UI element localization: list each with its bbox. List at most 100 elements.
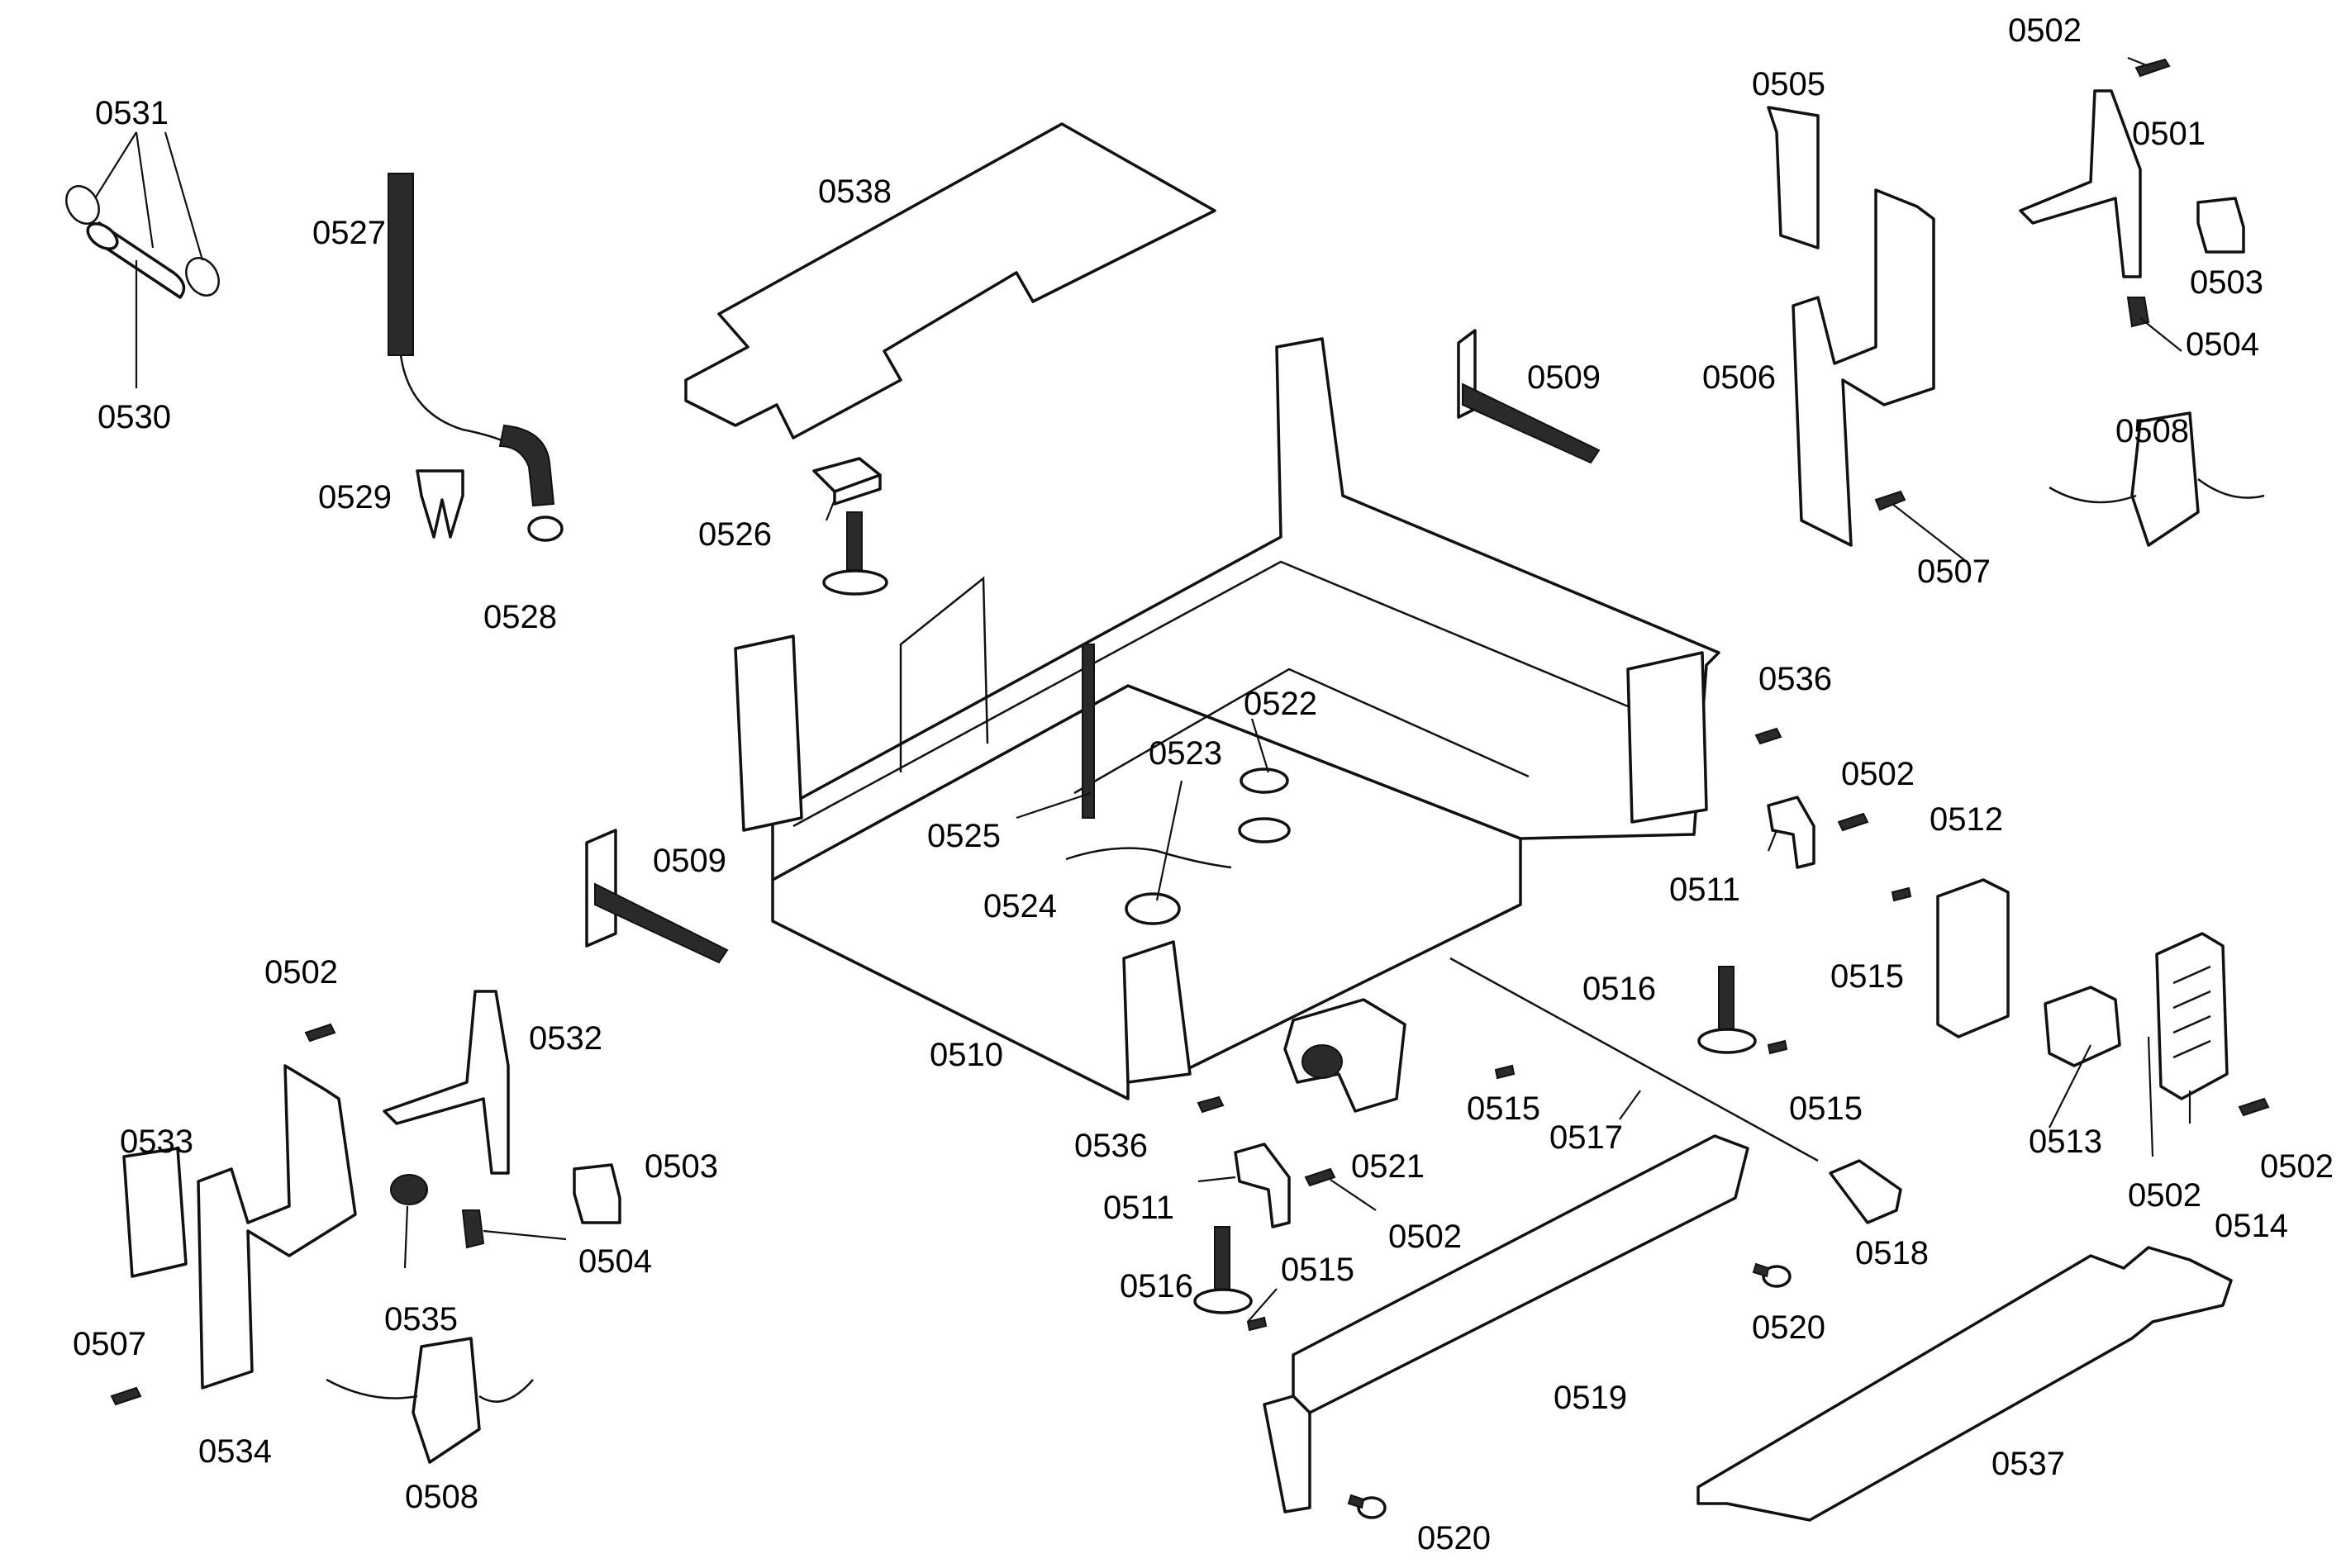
label-0532: 0532 (529, 1020, 602, 1057)
label-0533: 0533 (120, 1124, 193, 1160)
label-0507-right: 0507 (1917, 554, 1991, 590)
part-0509-spring-right (1457, 329, 1601, 464)
part-0538-cover (684, 122, 1216, 440)
part-0517-rod (1449, 957, 1819, 1162)
part-0507-screw-left (110, 1386, 142, 1406)
part-0501-bracket (2019, 89, 2142, 278)
label-0536-right: 0536 (1758, 661, 1832, 697)
part-0515-screw-right (1891, 886, 1912, 902)
part-0504-clip (2126, 297, 2150, 328)
part-0504-clip-left (461, 1209, 485, 1249)
part-0528-drain-hose (498, 424, 564, 542)
label-0536-center: 0536 (1074, 1128, 1148, 1164)
part-0505-cover (1767, 106, 1820, 249)
label-0538: 0538 (818, 173, 892, 210)
label-0515-mid: 0515 (1789, 1090, 1863, 1127)
label-0517: 0517 (1549, 1119, 1623, 1156)
label-0509-right: 0509 (1527, 359, 1601, 396)
part-0529-clip (416, 469, 464, 539)
part-0510-base (734, 337, 1720, 1100)
label-0502-lower-right: 0502 (2128, 1177, 2201, 1214)
label-0508-right: 0508 (2115, 413, 2189, 449)
label-0502-right: 0502 (1841, 756, 1915, 792)
label-0526: 0526 (698, 516, 772, 553)
label-0516-center: 0516 (1120, 1268, 1193, 1304)
label-0528: 0528 (483, 599, 557, 635)
label-0516-right: 0516 (1582, 971, 1656, 1007)
label-0501: 0501 (2132, 116, 2206, 152)
part-0527-spring-hose (388, 173, 521, 452)
part-0520-screw-left (1347, 1494, 1387, 1519)
part-0511-bracket-center (1234, 1143, 1291, 1228)
label-0502-top: 0502 (2008, 12, 2082, 49)
label-0521: 0521 (1351, 1148, 1425, 1185)
label-0524: 0524 (983, 888, 1057, 924)
label-0520-left: 0520 (1417, 1520, 1491, 1556)
part-0515-screw-center (1494, 1064, 1516, 1080)
label-0519: 0519 (1554, 1380, 1627, 1416)
part-0502-screw-top (2134, 58, 2171, 78)
part-0512-cover (1936, 878, 2010, 1038)
label-0506: 0506 (1702, 359, 1776, 396)
label-0511-right: 0511 (1669, 872, 1740, 908)
label-0515-center: 0515 (1467, 1090, 1540, 1127)
label-0502-center: 0502 (1388, 1219, 1462, 1255)
label-0531: 0531 (95, 95, 169, 131)
part-0535-knob (390, 1174, 428, 1205)
part-0530-sleeve (86, 221, 186, 299)
label-0515-lower: 0515 (1281, 1252, 1354, 1288)
part-labels: 0531 0530 0527 0529 0528 0538 0526 0509 … (73, 12, 2334, 1556)
label-0504-right: 0504 (2186, 326, 2259, 363)
part-0502-screw-center (1304, 1167, 1336, 1187)
label-0503-right: 0503 (2190, 264, 2263, 301)
label-0518: 0518 (1855, 1235, 1929, 1271)
label-0503-left: 0503 (645, 1148, 718, 1185)
part-0515-screw-lower (1246, 1316, 1268, 1332)
label-0535: 0535 (384, 1301, 458, 1338)
part-0531-clamps (65, 185, 220, 297)
part-0515-screw-mid (1767, 1039, 1788, 1055)
part-0537-kickplate (1696, 1246, 2233, 1522)
label-0509-left: 0509 (653, 843, 726, 879)
part-0508-switch (2049, 411, 2265, 547)
part-0533-cover (122, 1147, 188, 1278)
label-0508-left: 0508 (405, 1479, 478, 1515)
label-0520-right: 0520 (1752, 1309, 1825, 1346)
part-0506-bracket (1792, 188, 1935, 547)
part-0502-screw-far-right (2238, 1097, 2270, 1117)
label-0510: 0510 (930, 1037, 1003, 1073)
part-0514-panel (2155, 932, 2229, 1100)
label-0525: 0525 (927, 818, 1001, 854)
part-0536-screw-center (1197, 1095, 1225, 1114)
label-0529: 0529 (318, 479, 392, 516)
label-0537: 0537 (1991, 1446, 2065, 1482)
label-0512: 0512 (1930, 801, 2003, 838)
label-0527: 0527 (312, 215, 386, 251)
part-0520-screw-right (1752, 1262, 1792, 1288)
part-0503-block (2196, 197, 2245, 254)
label-0515-right: 0515 (1830, 958, 1904, 995)
label-0513: 0513 (2029, 1124, 2102, 1160)
part-0536-screw-right (1754, 727, 1782, 745)
label-0502-far-right: 0502 (2260, 1148, 2334, 1185)
leader-lines (94, 56, 2191, 1323)
part-0508-switch-left (326, 1337, 534, 1464)
label-0504-left: 0504 (578, 1243, 652, 1280)
label-0505: 0505 (1752, 66, 1825, 102)
part-0532-bracket (383, 990, 510, 1175)
label-0534: 0534 (198, 1433, 272, 1470)
part-0518-cap (1829, 1159, 1902, 1224)
part-0502-screw-left (304, 1023, 336, 1043)
part-0513-bracket (2044, 986, 2121, 1067)
label-0502-left: 0502 (264, 954, 338, 991)
part-0534-bracket (197, 1064, 357, 1390)
part-0521-valve (1283, 998, 1406, 1113)
part-0519-kickplate (1263, 1134, 1749, 1513)
part-0509-spring-left (585, 829, 729, 964)
label-0522: 0522 (1244, 686, 1317, 722)
part-0516-foot-right (1697, 966, 1757, 1054)
part-0516-foot-center (1193, 1226, 1253, 1314)
label-0530: 0530 (98, 399, 171, 435)
part-0507-screw (1874, 490, 1906, 511)
